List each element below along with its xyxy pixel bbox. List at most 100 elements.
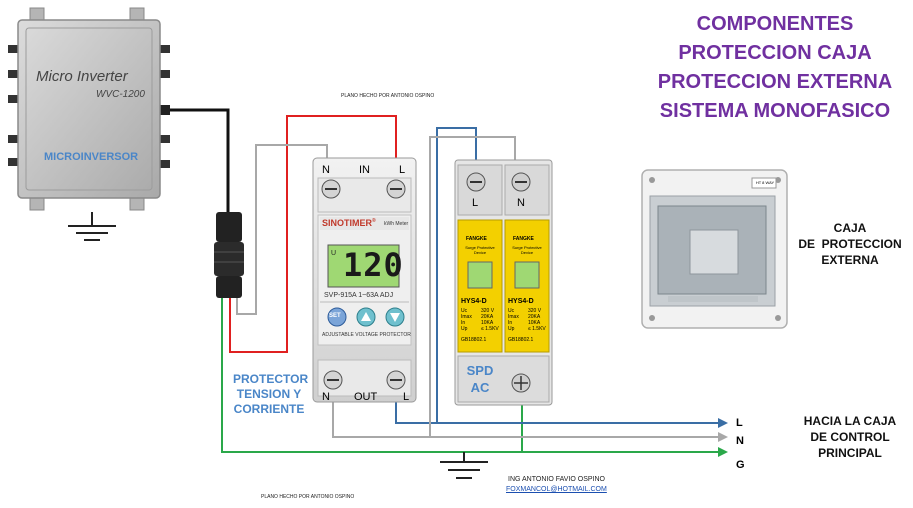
spd-n-key-uc: Uc: [508, 308, 515, 314]
protector-label-line-1: PROTECTOR: [233, 372, 309, 386]
spd-n-key-up: Up: [508, 326, 515, 332]
spd-l-device-line-2: Device: [473, 250, 487, 255]
spd-l-device-line-1: Surge Protective: [465, 245, 495, 250]
outputs-label-line-3: PRINCIPAL: [818, 446, 882, 460]
protector-subtitle: ADJUSTABLE VOLTAGE PROTECTOR: [322, 332, 411, 338]
spd-n-model: HYS4-D: [508, 298, 534, 305]
spd-n-spec-keys: Uc Imax In Up: [508, 308, 519, 332]
protector-term-n-out: N: [322, 391, 330, 403]
spd-n-brand: FANGKE: [513, 236, 534, 242]
spd-n-val-up: ≤ 1.5KV: [528, 326, 546, 332]
spd-l-std: GB18802.1: [461, 337, 487, 343]
title-line-1: COMPONENTES: [696, 13, 854, 35]
spd-l-key-up: Up: [461, 326, 468, 332]
spd-l-val-imax: 20KA: [481, 314, 494, 320]
spd-n-spec-vals: 320 V 20KA 10KA ≤ 1.5KV: [528, 308, 546, 332]
spd-n-device-line-1: Surge Protective: [512, 245, 542, 250]
voltage-protector-device: [312, 157, 417, 403]
outputs-label-line-1: HACIA LA CAJA: [803, 414, 897, 428]
outputs-label-line-2: DE CONTROL: [810, 430, 890, 444]
output-l: L: [736, 417, 743, 429]
wire-gray-neutral-in: [236, 144, 328, 315]
protector-meter-tag: kWh Meter: [384, 221, 409, 227]
wire-green-ground: [221, 296, 718, 453]
protector-label-line-2: TENSION Y: [236, 387, 302, 401]
spd-label: SPD AC: [458, 362, 502, 396]
protector-display-value: 120: [343, 246, 404, 284]
spd-n-val-imax: 20KA: [528, 314, 541, 320]
spd-device: [454, 159, 553, 406]
spd-n-key-in: In: [508, 320, 513, 326]
credit-top: PLANO HECHO POR ANTONIO OSPINO: [341, 93, 435, 99]
protector-term-l-out: L: [403, 391, 410, 403]
spd-l-device-text: Surge Protective Device: [459, 245, 501, 255]
protector-term-l-in: L: [399, 164, 406, 176]
enclosure-label-line-2: DE PROTECCION: [798, 237, 902, 251]
protector-model: SVP-915A 1~63A ADJ: [324, 292, 394, 299]
spd-l-key-imax: Imax: [461, 314, 472, 320]
microinverter-device: [8, 7, 170, 211]
spd-label-line-2: AC: [470, 380, 490, 395]
arrow-ground-out: [718, 447, 728, 457]
arrow-line-out: [718, 418, 728, 428]
wire-black-ac: [168, 108, 230, 212]
protection-enclosure: [641, 169, 788, 329]
spd-l-spec-keys: Uc Imax In Up: [461, 308, 472, 332]
spd-l-val-up: ≤ 1.5KV: [481, 326, 499, 332]
microinverter-brand: Micro Inverter: [36, 68, 128, 85]
spd-n-val-in: 10KA: [528, 320, 541, 326]
spd-module-l: [457, 219, 503, 353]
enclosure-label-line-3: EXTERNA: [821, 253, 879, 267]
enclosure-tag: HT 8 WAY: [755, 180, 775, 185]
title-line-4: SISTEMA MONOFASICO: [659, 100, 891, 122]
wire-blue-line-out: [395, 400, 718, 424]
protector-brand: SINOTIMER®: [322, 218, 376, 228]
spd-l-spec-vals: 320 V 20KA 10KA ≤ 1.5KV: [481, 308, 499, 332]
title-line-2: PROTECCION CAJA: [678, 42, 872, 64]
spd-n-device-line-2: Device: [520, 250, 534, 255]
waterproof-connector: [214, 212, 244, 298]
diagram-title: COMPONENTES PROTECCION CAJA PROTECCION E…: [640, 10, 910, 126]
spd-n-device-text: Surge Protective Device: [506, 245, 548, 255]
protector-term-in: IN: [359, 164, 370, 176]
set-button[interactable]: [327, 307, 347, 327]
spd-term-l: L: [472, 197, 479, 209]
ground-icon-main: [440, 452, 488, 479]
outputs-label: HACIA LA CAJA DE CONTROL PRINCIPAL: [790, 413, 910, 461]
microinverter-label: MICROINVERSOR: [44, 151, 139, 163]
spd-l-val-uc: 320 V: [481, 308, 495, 314]
spd-n-std: GB18802.1: [508, 337, 534, 343]
wire-gray-spd-neutral: [429, 136, 516, 437]
wire-blue-spd-line: [436, 127, 477, 423]
arrow-up-icon: [361, 312, 371, 321]
spd-n-key-imax: Imax: [508, 314, 519, 320]
title-line-3: PROTECCION EXTERNA: [657, 71, 893, 93]
engineer-name: ING ANTONIO FAVIO OSPINO: [508, 476, 605, 483]
microinverter-model: WVC-1200: [96, 89, 145, 100]
spd-l-model: HYS4-D: [461, 298, 487, 305]
protector-display-unit: U: [331, 250, 337, 257]
enclosure-label: CAJA DE PROTECCION EXTERNA: [790, 220, 910, 268]
voltage-display: [327, 244, 400, 288]
protector-term-n-in: N: [322, 164, 330, 176]
output-n: N: [736, 435, 744, 447]
engineer-email[interactable]: FOXMANCOL@HOTMAIL.COM: [506, 486, 607, 493]
set-button-label: SET: [329, 313, 341, 319]
spd-l-key-uc: Uc: [461, 308, 468, 314]
spd-l-brand: FANGKE: [466, 236, 487, 242]
enclosure-label-line-1: CAJA: [833, 221, 867, 235]
spd-label-line-1: SPD: [466, 363, 494, 378]
spd-n-val-uc: 320 V: [528, 308, 542, 314]
wire-gray-neutral-out: [332, 400, 718, 438]
protector-label: PROTECTOR TENSION Y CORRIENTE: [233, 372, 309, 417]
protector-label-line-3: CORRIENTE: [233, 402, 305, 416]
ground-icon-inverter: [68, 212, 116, 241]
arrow-neutral-out: [718, 432, 728, 442]
spd-term-n: N: [517, 197, 525, 209]
spd-l-key-in: In: [461, 320, 466, 326]
spd-l-val-in: 10KA: [481, 320, 494, 326]
output-g: G: [736, 459, 745, 471]
wire-red-line-in: [229, 115, 397, 353]
